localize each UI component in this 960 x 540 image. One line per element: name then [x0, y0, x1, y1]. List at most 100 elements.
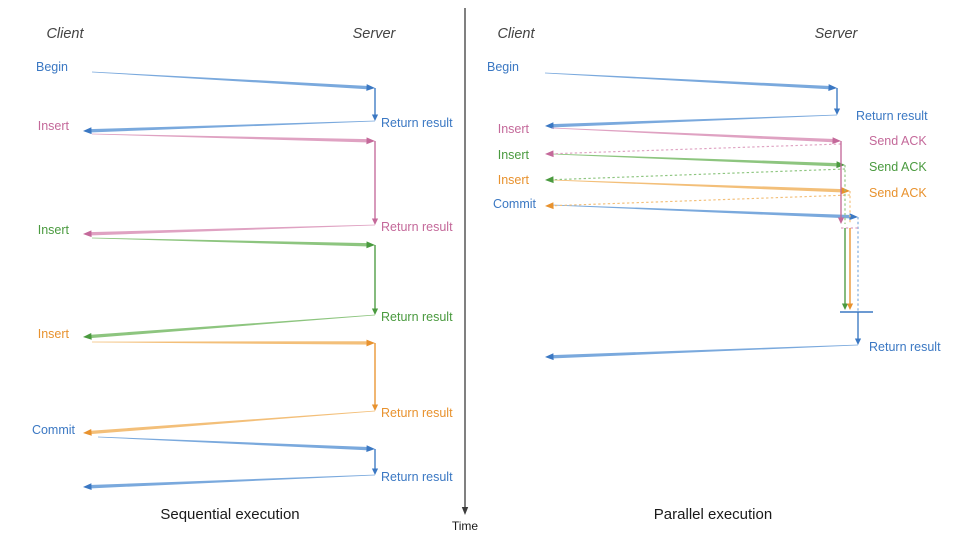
parallel-begin-req-arrow — [544, 72, 837, 91]
lane-header-client: Client — [497, 26, 535, 42]
message-shaft — [91, 71, 369, 90]
parallel-final-resp-arrow — [545, 344, 859, 361]
lane-header-client: Client — [46, 26, 84, 42]
time-axis-label: Time — [452, 519, 479, 533]
sequential-commit-server-bar — [371, 449, 379, 475]
parallel-insert2-req-arrow — [551, 153, 845, 169]
parallel-commit-return-arrow — [854, 312, 862, 345]
panel-caption-parallel: Parallel execution — [654, 506, 772, 523]
message-shaft — [551, 153, 839, 167]
parallel-commit-req-arrow — [551, 204, 858, 221]
parallel-begin-resp-arrow — [545, 114, 838, 130]
message-shaft — [91, 133, 369, 143]
sequential-insert2-server-bar — [371, 245, 379, 315]
event-label-insert2-request: Insert — [498, 148, 530, 162]
arrowhead — [837, 217, 845, 224]
event-label-insert3-ack: Send ACK — [869, 186, 927, 200]
event-label-commit-return: Return result — [869, 340, 941, 354]
arrowhead — [833, 108, 841, 115]
message-shaft — [551, 204, 852, 219]
time-axis-arrowhead — [461, 507, 469, 515]
arrowhead — [545, 122, 554, 130]
message-shaft — [551, 194, 851, 207]
arrowhead — [366, 339, 375, 347]
message-shaft — [551, 127, 835, 143]
arrowhead — [545, 176, 554, 184]
lane-header-server: Server — [353, 26, 397, 42]
time-axis: Time — [452, 8, 479, 533]
message-shaft — [89, 120, 376, 133]
message-shaft — [551, 179, 844, 193]
event-label-insert1-ack: Send ACK — [869, 134, 927, 148]
message-shaft — [88, 410, 376, 435]
arrowhead — [846, 303, 854, 310]
message-shaft — [551, 114, 838, 128]
event-label-insert1-request: Insert — [38, 119, 70, 133]
arrowhead — [83, 332, 92, 340]
arrowhead — [828, 84, 837, 91]
arrowhead — [371, 404, 379, 411]
sequential-insert3-resp-arrow — [83, 410, 376, 436]
event-label-insert3-return: Return result — [381, 406, 453, 420]
event-label-commit-return: Return result — [381, 470, 453, 484]
message-shaft — [88, 314, 376, 339]
arrowhead — [366, 445, 375, 453]
parallel-insert1-server-bar — [837, 141, 845, 224]
message-shaft — [89, 224, 376, 236]
arrowhead — [545, 353, 554, 361]
parallel-insert3-ack-arrow — [545, 194, 851, 210]
arrowhead — [366, 241, 375, 249]
arrowhead — [371, 218, 379, 225]
event-label-begin-return: Return result — [856, 109, 928, 123]
arrowhead — [545, 150, 554, 158]
event-label-insert2-return: Return result — [381, 310, 453, 324]
sequential-insert2-req-arrow — [91, 237, 375, 249]
event-label-insert1-request: Insert — [498, 122, 530, 136]
message-shaft — [544, 72, 831, 90]
sequential-insert2-resp-arrow — [83, 314, 376, 340]
parallel-insert2-ack-arrow — [545, 168, 846, 184]
arrowhead — [841, 187, 850, 195]
event-label-begin-request: Begin — [36, 60, 68, 74]
event-label-commit-request: Commit — [493, 197, 537, 211]
sequential-commit-req-arrow — [97, 436, 375, 453]
sequential-insert1-server-bar — [371, 141, 379, 225]
message-shaft — [551, 143, 842, 155]
event-label-insert3-request: Insert — [38, 327, 70, 341]
message-shaft — [551, 344, 859, 359]
event-label-insert1-return: Return result — [381, 220, 453, 234]
sequential-begin-resp-arrow — [83, 120, 376, 135]
parallel-insert1-ack-arrow — [545, 143, 842, 158]
arrowhead — [366, 137, 375, 145]
arrowhead — [83, 127, 92, 135]
arrowhead — [849, 213, 858, 221]
arrowhead — [545, 202, 554, 210]
sequential-insert3-server-bar — [371, 343, 379, 411]
sequential-insert3-req-arrow — [91, 339, 375, 347]
arrowhead — [371, 468, 379, 475]
event-label-begin-request: Begin — [487, 60, 519, 74]
arrowhead — [371, 308, 379, 315]
event-label-commit-request: Commit — [32, 423, 76, 437]
arrowhead — [83, 483, 92, 491]
sequential-commit-resp-arrow — [83, 474, 376, 491]
parallel-insert3-server-bar-solid — [846, 228, 854, 310]
sequential-insert1-resp-arrow — [83, 224, 376, 238]
message-shaft — [551, 168, 846, 181]
arrowhead — [841, 303, 849, 310]
parallel-insert2-server-bar-solid — [841, 228, 849, 310]
event-label-insert2-ack: Send ACK — [869, 160, 927, 174]
lane-header-server: Server — [815, 26, 859, 42]
arrowhead — [371, 114, 379, 121]
event-label-begin-return: Return result — [381, 116, 453, 130]
sequential-begin-req-arrow — [91, 71, 375, 91]
arrowhead — [83, 428, 92, 436]
message-shaft — [91, 341, 369, 345]
parallel-insert3-req-arrow — [551, 179, 850, 195]
sequential-insert1-req-arrow — [91, 133, 375, 145]
arrowhead — [366, 84, 375, 91]
